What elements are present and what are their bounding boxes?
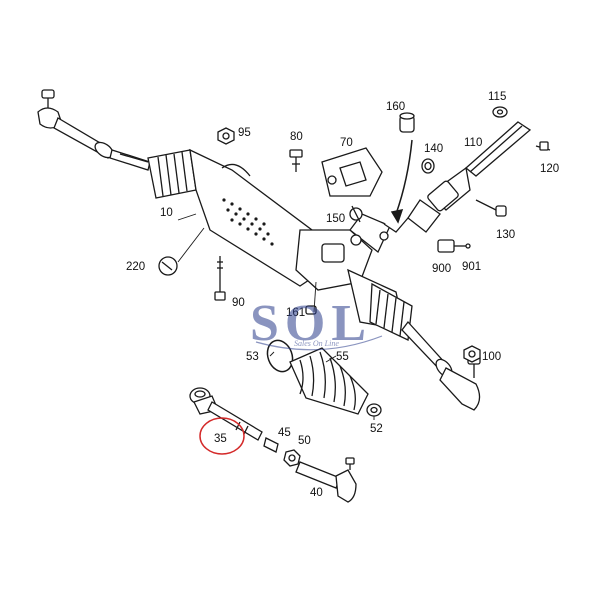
part-220-clamp: [158, 256, 178, 276]
part-140-ring: [421, 158, 435, 174]
part-52-small-clamp: [366, 403, 382, 417]
part-label-95: 95: [238, 127, 251, 139]
part-label-130: 130: [496, 229, 515, 241]
part-label-35: 35: [214, 433, 227, 445]
assembly-arrow: [390, 139, 413, 224]
part-label-100: 100: [482, 351, 501, 363]
part-label-10: 10: [160, 207, 173, 219]
part-label-220: 220: [126, 261, 145, 273]
part-label-160: 160: [386, 101, 405, 113]
highlight-circle: [199, 417, 245, 455]
watermark-swoosh: [255, 335, 383, 351]
part-label-80: 80: [290, 131, 303, 143]
part-80-bolt: [289, 149, 303, 172]
part-130-bolt: [475, 199, 507, 217]
right-tie-rod-assembly: [401, 320, 481, 411]
part-label-161: 161: [286, 307, 305, 319]
watermark: SOL Sales On Line: [250, 295, 383, 352]
part-45-sleeve: [263, 437, 279, 453]
part-160-sleeve: [399, 112, 415, 133]
watermark-subtitle: Sales On Line: [294, 339, 339, 348]
part-label-901: 901: [462, 261, 481, 273]
left-tie-rod-assembly: [37, 89, 151, 171]
rack-housing: [147, 148, 413, 341]
part-label-140: 140: [424, 143, 443, 155]
part-150-pin: [349, 205, 363, 223]
part-50-nut: [283, 449, 301, 467]
part-100-nut: [463, 345, 481, 363]
part-label-110: 110: [464, 137, 482, 149]
part-label-90: 90: [232, 297, 245, 309]
part-label-120: 120: [540, 163, 559, 175]
part-number-labels: 115 160 95 80 70 140 110 120 150 10 130 220 900 901 90…: [126, 91, 559, 499]
part-label-150: 150: [326, 213, 345, 225]
part-90-long-bolt: [214, 256, 226, 301]
part-label-115: 115: [488, 91, 506, 103]
part-95-nut: [217, 127, 235, 145]
watermark-text: SOL: [250, 295, 372, 352]
part-label-900: 900: [432, 263, 451, 275]
steering-shaft-assembly: [383, 121, 532, 233]
part-label-45: 45: [278, 427, 291, 439]
part-40-outer-tie-rod-end: [295, 457, 357, 503]
part-label-70: 70: [340, 137, 353, 149]
part-161-screw: [305, 305, 317, 315]
part-label-53: 53: [246, 351, 259, 363]
leader-lines: [177, 213, 375, 420]
part-70-cover: [321, 147, 383, 197]
part-900-connector: [437, 239, 471, 253]
part-label-55: 55: [336, 351, 349, 363]
part-115-washer: [492, 106, 508, 118]
part-label-50: 50: [298, 435, 311, 447]
part-55-boot: [289, 347, 369, 415]
part-label-52: 52: [370, 423, 383, 435]
part-53-clamp-ring: [266, 339, 294, 373]
part-120-bolt: [535, 141, 551, 151]
housing-perforations: [222, 198, 274, 246]
part-label-40: 40: [310, 487, 323, 499]
